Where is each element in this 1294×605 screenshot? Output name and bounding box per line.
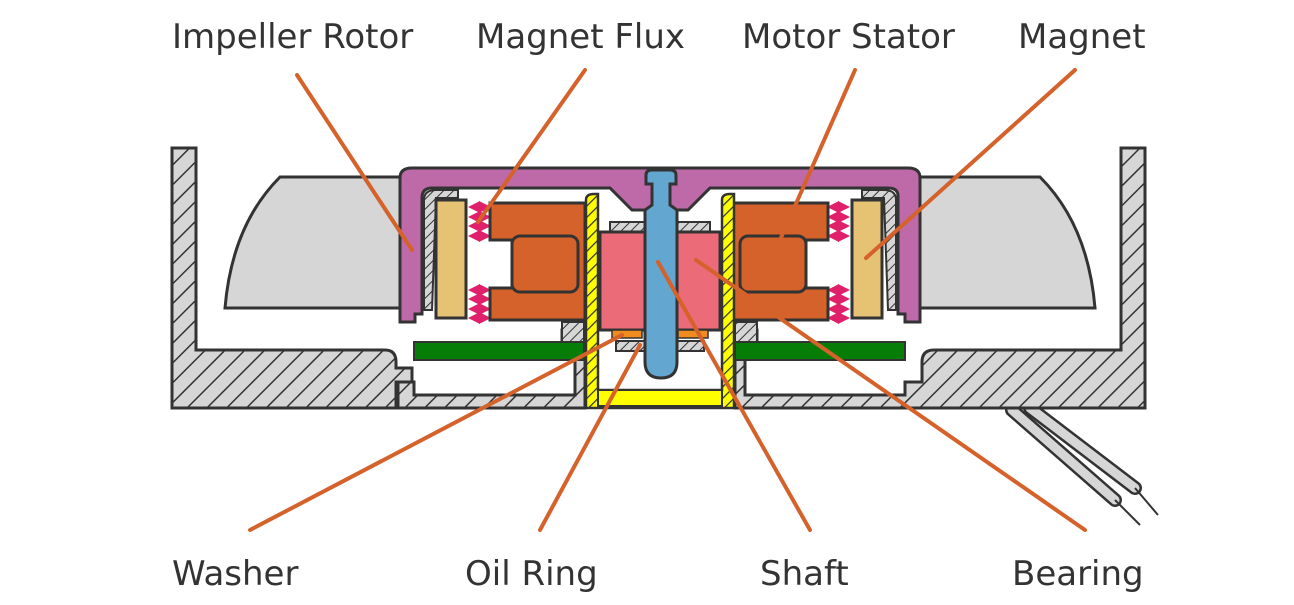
bearing-sleeve: [584, 192, 736, 410]
pcb-left: [413, 341, 585, 361]
label-motor-stator: Motor Stator: [742, 17, 955, 57]
label-magnet-flux: Magnet Flux: [476, 17, 685, 57]
motor-stator-left: [488, 201, 587, 322]
label-washer: Washer: [172, 554, 298, 594]
label-oil-ring: Oil Ring: [465, 554, 598, 594]
label-impeller-rotor: Impeller Rotor: [172, 17, 413, 57]
oil-ring-left: [611, 329, 643, 339]
magnet-left: [434, 198, 468, 320]
oil-ring-right: [677, 329, 709, 339]
label-shaft: Shaft: [760, 554, 849, 594]
label-magnet: Magnet: [1018, 17, 1146, 57]
housing-left: [170, 146, 587, 410]
label-bearing: Bearing: [1012, 554, 1144, 594]
leader-lines: [248, 68, 1087, 532]
impeller-blade-left: [223, 175, 402, 310]
cable: [1005, 401, 1159, 526]
motor-stator-right: [731, 201, 830, 322]
impeller-blade-right: [918, 175, 1097, 310]
shaft: [643, 168, 679, 380]
